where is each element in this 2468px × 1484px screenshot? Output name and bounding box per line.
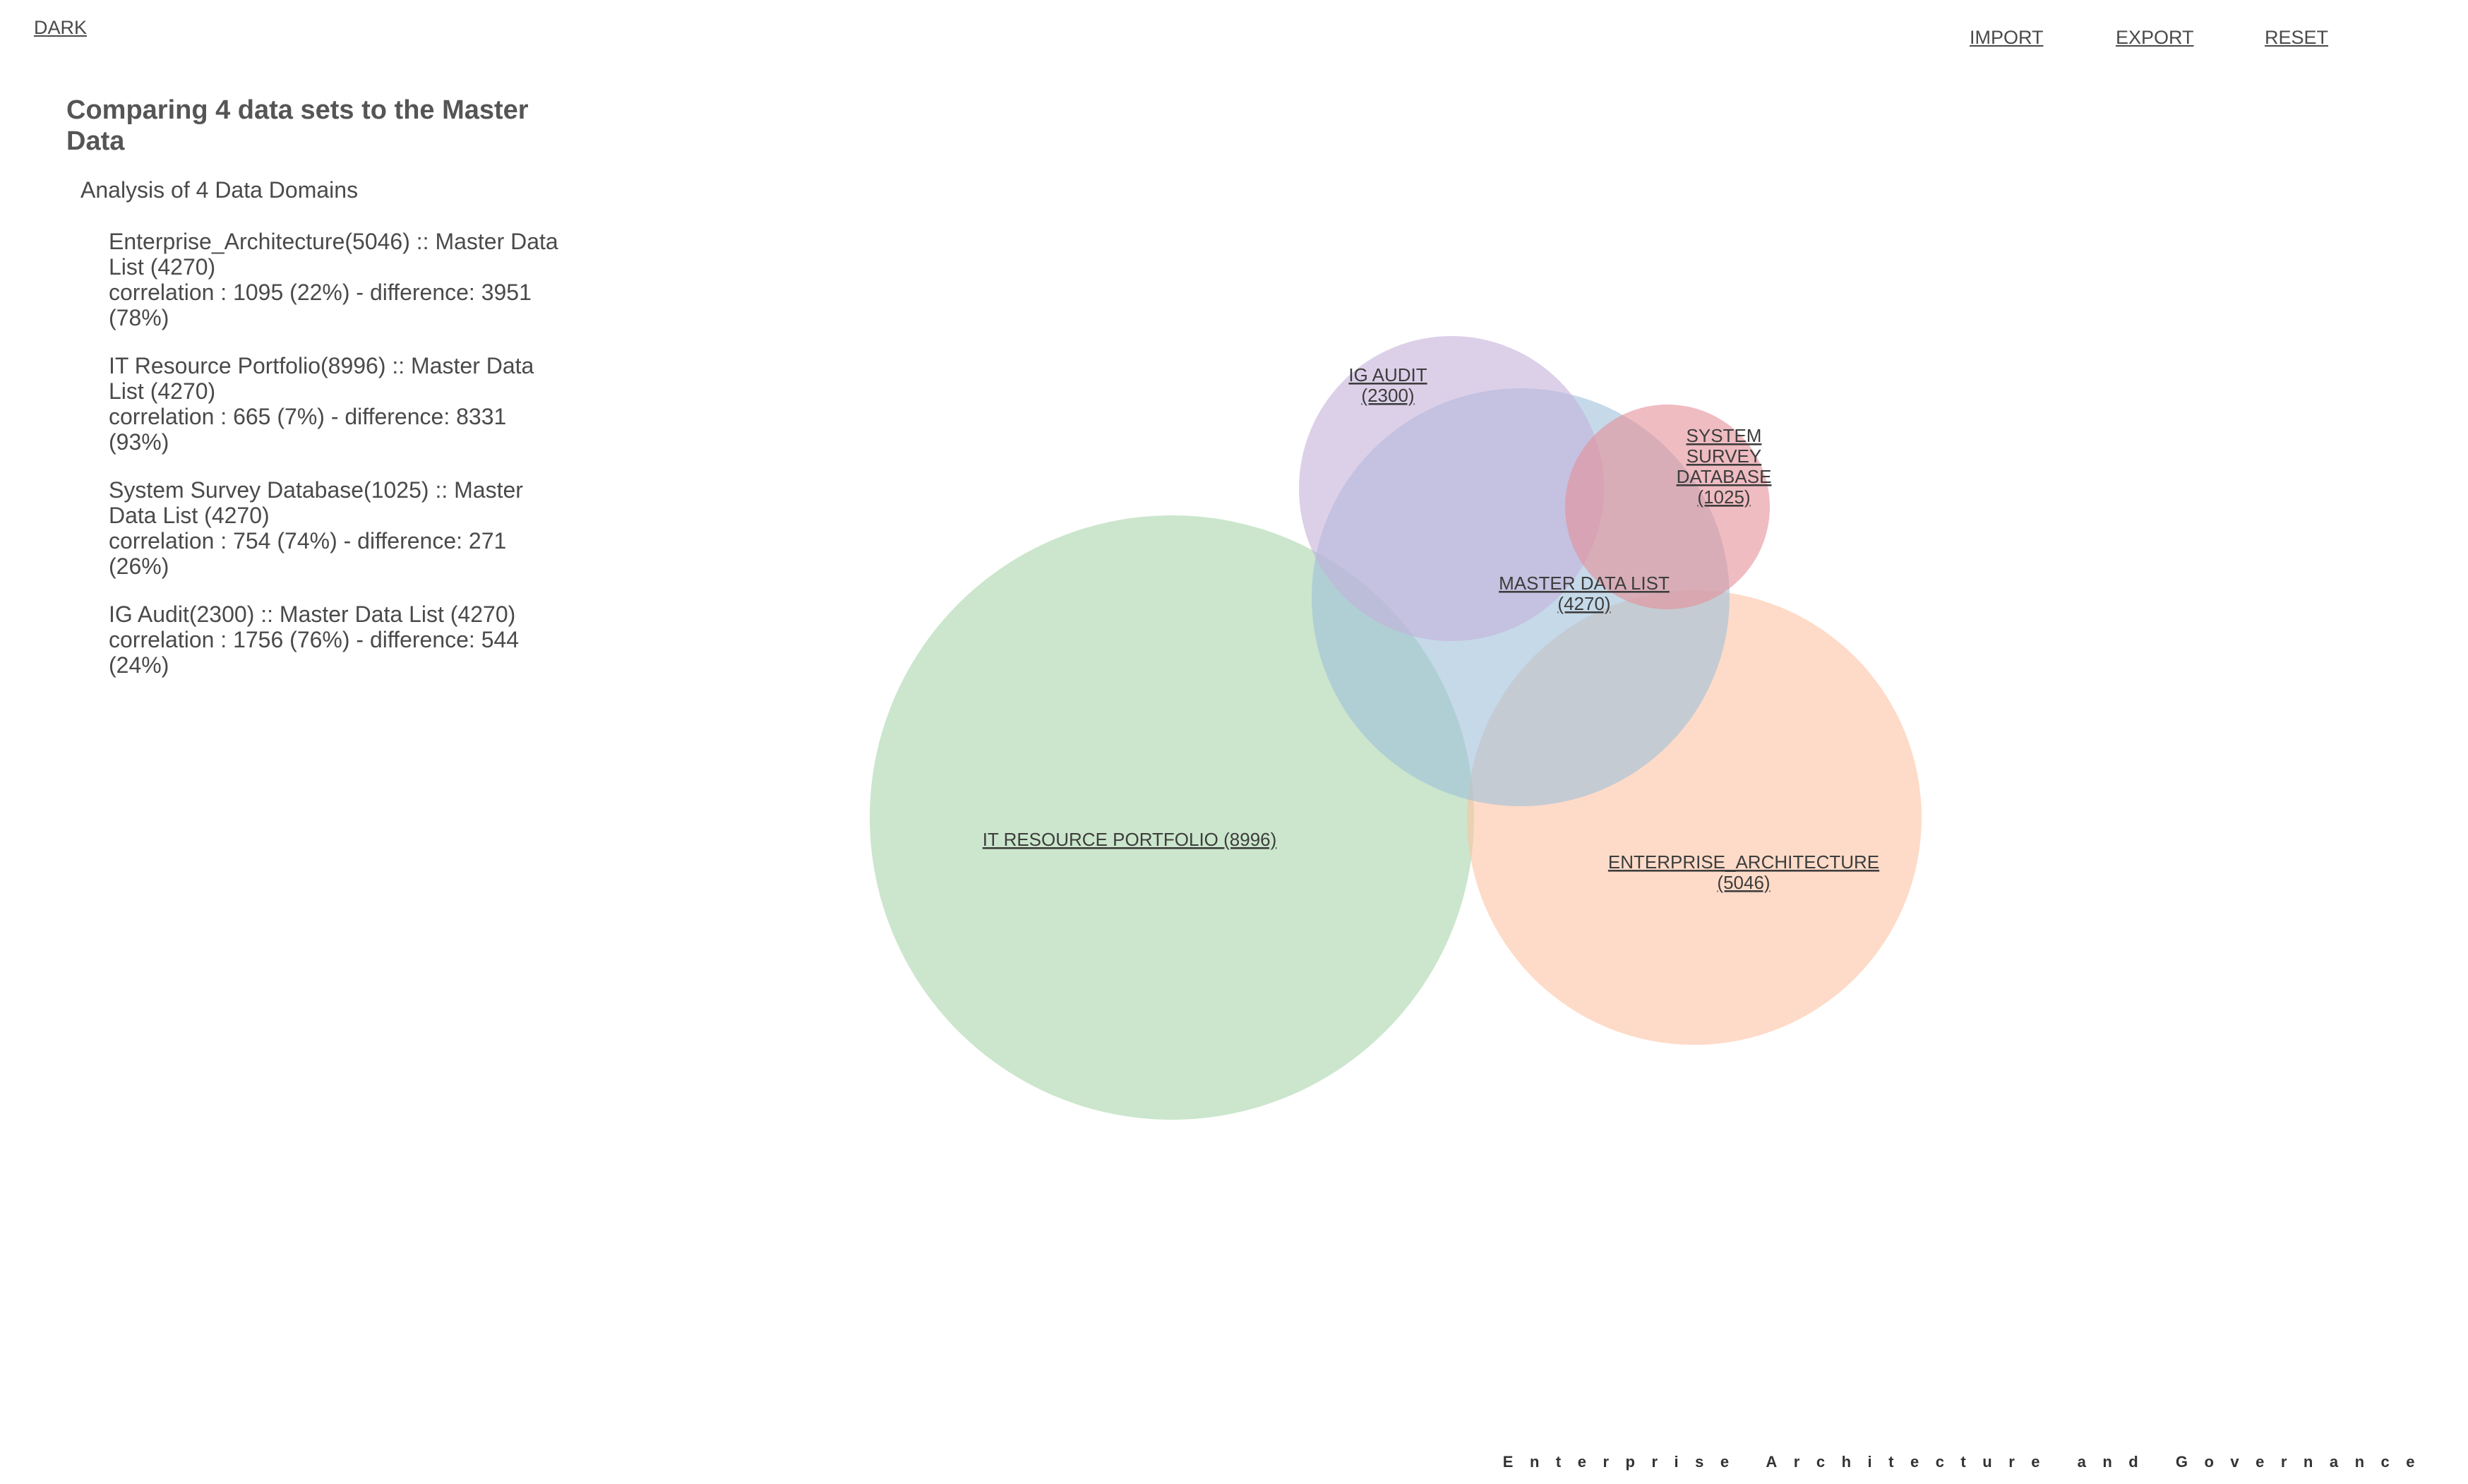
venn-labels: IT RESOURCE PORTFOLIO (8996) ENTERPRISE_A… (983, 364, 1879, 893)
export-button[interactable]: EXPORT (2116, 27, 2194, 48)
reset-button[interactable]: RESET (2265, 27, 2329, 48)
enterprise-architecture-label[interactable]: ENTERPRISE_ARCHITECTURE(5046) (1608, 851, 1879, 893)
system-survey-database-circle[interactable] (1565, 405, 1770, 609)
domain-comparison-it-resource-portfolio: IT Resource Portfolio(8996) :: Master Da… (109, 353, 568, 455)
page-title: Comparing 4 data sets to the Master Data (66, 95, 529, 156)
analysis-subtitle: Analysis of 4 Data Domains (80, 177, 359, 203)
domain-comparison-system-survey-database: System Survey Database(1025) :: Master D… (109, 477, 568, 579)
comparison-text: (26%) (109, 553, 169, 579)
comparison-text: correlation : 754 (74%) - difference: 27… (109, 528, 507, 553)
comparison-text: correlation : 1756 (76%) - difference: 5… (109, 627, 520, 652)
comparison-text: System Survey Database(1025) :: Master (109, 477, 523, 503)
domain-comparison-list: Enterprise_Architecture(5046) :: Master … (66, 229, 575, 678)
ig-audit-label[interactable]: IG AUDIT(2300) (1348, 364, 1427, 406)
domain-comparison-ig-audit: IG Audit(2300) :: Master Data List (4270… (109, 602, 568, 678)
comparison-text: IG Audit(2300) :: Master Data List (4270… (109, 602, 516, 627)
master-data-list-label[interactable]: MASTER DATA LIST(4270) (1499, 573, 1670, 614)
it-resource-portfolio-label[interactable]: IT RESOURCE PORTFOLIO (8996) (983, 829, 1277, 850)
comparison-text: (78%) (109, 305, 169, 330)
comparison-text: IT Resource Portfolio(8996) :: Master Da… (109, 353, 534, 378)
comparison-text: (24%) (109, 652, 169, 678)
comparison-text: List (4270) (109, 378, 216, 404)
analysis-sidebar: Comparing 4 data sets to the Master Data… (66, 95, 575, 700)
comparison-text: correlation : 665 (7%) - difference: 833… (109, 404, 507, 429)
domain-comparison-enterprise-architecture: Enterprise_Architecture(5046) :: Master … (109, 229, 568, 330)
venn-circles (870, 336, 1922, 1120)
comparison-text: List (4270) (109, 254, 216, 280)
it-resource-portfolio-circle[interactable] (870, 515, 1474, 1120)
comparison-text: Data List (4270) (109, 503, 270, 528)
ig-audit-circle[interactable] (1299, 336, 1604, 641)
import-button[interactable]: IMPORT (1970, 27, 2044, 48)
comparison-text: Enterprise_Architecture(5046) :: Master … (109, 229, 558, 254)
dark-mode-toggle[interactable]: DARK (34, 17, 88, 38)
comparison-text: correlation : 1095 (22%) - difference: 3… (109, 280, 532, 305)
footer-tagline: Enterprise Architecture and Governance (1502, 1453, 2431, 1471)
comparison-text: (93%) (109, 429, 169, 455)
